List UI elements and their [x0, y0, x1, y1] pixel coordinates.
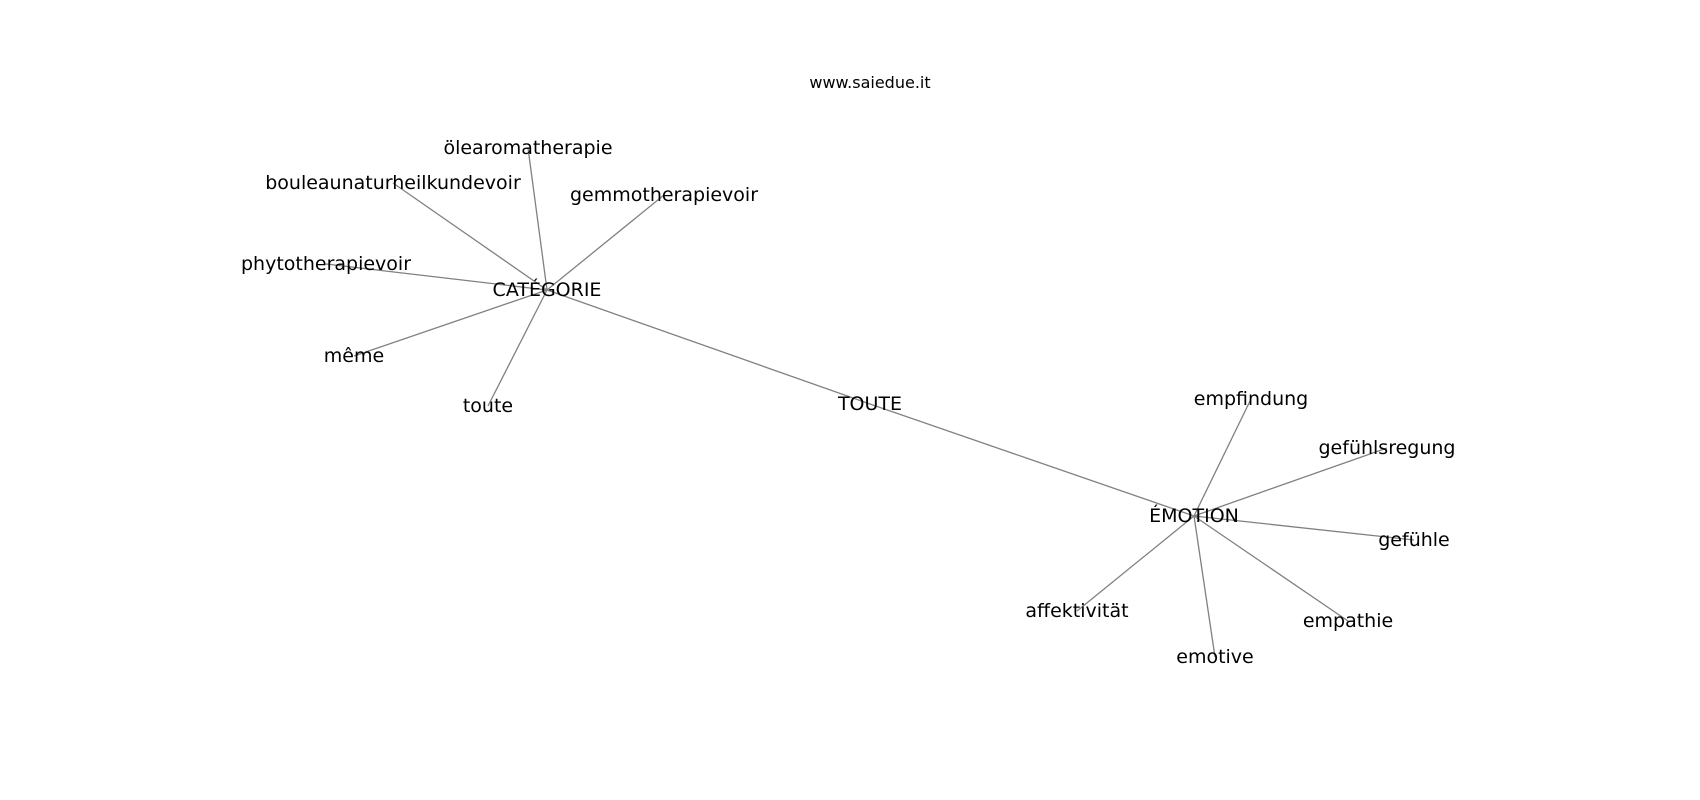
node-label-affektivitat: affektivität [1025, 600, 1128, 622]
node-label-categorie: CATÉGORIE [493, 278, 602, 301]
edge-categorie-olearomatherapie [527, 147, 548, 291]
watermark-caption: www.saiedue.it [809, 73, 930, 92]
node-label-gefuhlsregung: gefühlsregung [1319, 437, 1456, 459]
node-label-toute_hub: TOUTE [837, 393, 902, 415]
edge-categorie-meme [353, 289, 548, 357]
node-label-gefuhle: gefühle [1378, 529, 1450, 551]
edge-categorie-toute [487, 289, 548, 407]
edge-emotion-gefuhlsregung [1193, 447, 1388, 517]
edge-toute_hub-emotion [869, 403, 1195, 517]
edge-emotion-affektivitat [1076, 515, 1195, 612]
edge-emotion-emotive [1193, 515, 1216, 658]
node-label-meme: même [324, 345, 384, 367]
edge-emotion-gefuhle [1193, 515, 1415, 541]
graph-labels: TOUTE CATÉGORIE ÉMOTION ölearomatherapie bou… [241, 137, 1456, 668]
node-label-bouleaunaturheilkundevoir: bouleaunaturheilkundevoir [265, 172, 521, 194]
graph-edges [325, 147, 1415, 658]
node-label-gemmotherapievoir: gemmotherapievoir [570, 184, 758, 206]
node-label-empfindung: empfindung [1194, 388, 1308, 410]
node-label-empathie: empathie [1303, 610, 1393, 632]
node-label-phytotherapievoir: phytotherapievoir [241, 253, 411, 275]
edge-toute_hub-categorie [546, 289, 871, 405]
edge-categorie-bouleaunaturheilkundevoir [392, 182, 548, 291]
node-label-emotive: emotive [1176, 646, 1253, 668]
edge-categorie-gemmotherapievoir [546, 194, 665, 291]
node-label-emotion: ÉMOTION [1149, 504, 1239, 527]
edge-emotion-empathie [1193, 515, 1349, 622]
node-label-olearomatherapie: ölearomatherapie [443, 137, 612, 159]
node-label-toute: toute [463, 395, 513, 417]
edge-emotion-empfindung [1193, 398, 1252, 517]
edge-categorie-phytotherapievoir [325, 263, 548, 291]
